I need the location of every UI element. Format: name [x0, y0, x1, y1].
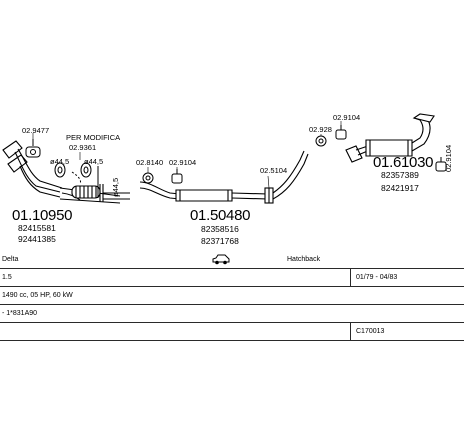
mid-clamp-drawing — [142, 172, 154, 184]
rear-hanger-a-drawing — [335, 125, 347, 140]
mid-hanger-code: 02.5104 — [260, 166, 287, 175]
front-pipe-drawing — [2, 140, 130, 204]
mid-mount-drawing — [171, 169, 183, 184]
vehicle-info-table: Delta Hatchback 1.5 01/79 - 04/83 1490 c… — [0, 251, 464, 341]
front-clamp-code: 02.9477 — [22, 126, 49, 135]
middle-pipe-drawing — [139, 150, 309, 204]
power-row: 1490 cc, 05 HP, 60 kW — [0, 287, 464, 305]
middle-silencer-oem-2: 82371768 — [201, 236, 239, 246]
chassis-row: - 1*831A90 — [0, 305, 464, 323]
mid-clamp-code: 02.8140 — [136, 158, 163, 167]
ref-row: C170013 — [0, 323, 464, 341]
power-spec: 1490 cc, 05 HP, 60 kW — [2, 292, 73, 299]
middle-silencer-code: 01.50480 — [190, 207, 250, 224]
divider — [350, 323, 351, 340]
gasket-drawing — [54, 162, 99, 198]
hatchback-car-icon — [212, 254, 230, 265]
reference-code: C170013 — [356, 328, 385, 335]
rear-clamp-code: 02.928 — [309, 125, 332, 134]
rear-hanger-a-code: 02.9104 — [333, 113, 360, 122]
dim-left: ø44,5 — [50, 157, 69, 166]
mid-mount-code: 02.9104 — [169, 158, 196, 167]
per-modifica-note: PER MODIFICA — [66, 133, 120, 142]
divider — [350, 269, 351, 286]
leader-lines — [32, 121, 442, 189]
rear-clamp-drawing — [315, 135, 327, 147]
model-name: Delta — [2, 256, 19, 263]
rear-silencer-oem-2: 82421917 — [381, 183, 419, 193]
model-row: Delta Hatchback — [0, 251, 464, 269]
rear-hanger-b-code: 02.9104 — [444, 145, 453, 172]
rear-silencer-oem-1: 82357389 — [381, 170, 419, 180]
chassis-number: - 1*831A90 — [2, 310, 38, 317]
front-pipe-oem-2: 92441385 — [18, 234, 56, 244]
dim-vertical: ø44,5 — [111, 178, 120, 197]
rear-silencer-code: 01.61030 — [373, 154, 433, 171]
exhaust-system-diagram: 02.9477 PER MODIFICA 02.9361 ø44,5 ø44,5… — [2, 113, 453, 246]
dim-right: ø44,5 — [84, 157, 103, 166]
front-pipe-oem-1: 82415581 — [18, 223, 56, 233]
engine-row: 1.5 01/79 - 04/83 — [0, 269, 464, 287]
engine-size: 1.5 — [2, 274, 12, 281]
front-pipe-code: 01.10950 — [12, 207, 72, 224]
front-clamp-drawing — [25, 139, 41, 158]
body-type: Hatchback — [287, 256, 321, 263]
front-gasket-code: 02.9361 — [69, 143, 96, 152]
production-years: 01/79 - 04/83 — [356, 274, 398, 281]
middle-silencer-oem-1: 82358516 — [201, 224, 239, 234]
rear-silencer-drawing — [345, 113, 435, 163]
